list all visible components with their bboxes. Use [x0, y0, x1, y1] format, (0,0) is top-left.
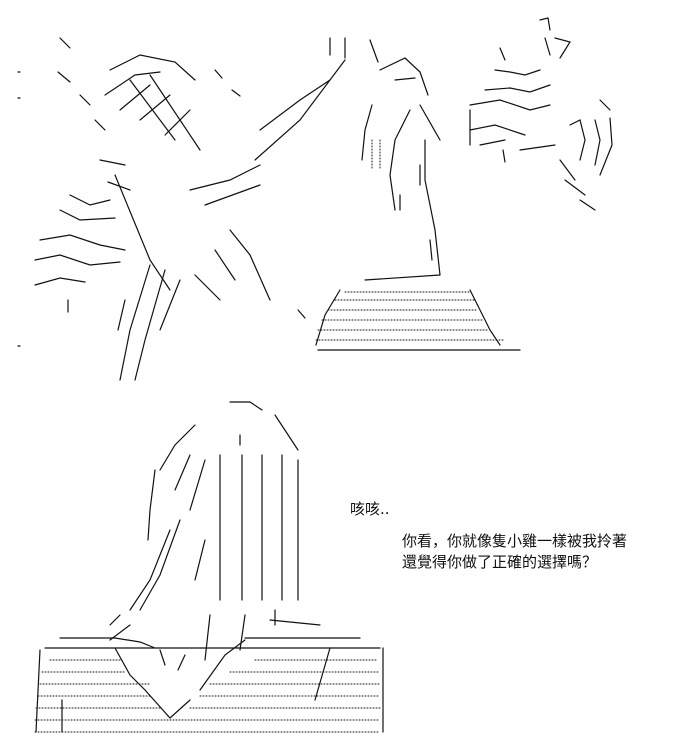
cough-text: 咳咳.. [350, 500, 390, 518]
pedestal-base [297, 274, 521, 351]
ascii-noise-marks [17, 69, 241, 347]
speech-bubble-text: 你看，你就像隻小雞一樣被我拎著 還覺得你做了正確的選擇嗎？ [402, 531, 627, 573]
speech-line-1: 你看，你就像隻小雞一樣被我拎著 [402, 532, 628, 550]
holding-arm [189, 37, 441, 301]
seated-figure [109, 401, 321, 661]
chair-base [34, 637, 384, 733]
speech-line-2: 還覺得你做了正確的選擇嗎？ [402, 553, 598, 571]
lamp-stand [361, 104, 441, 276]
right-chick-figure [469, 17, 613, 211]
left-chick-figure [34, 37, 201, 381]
